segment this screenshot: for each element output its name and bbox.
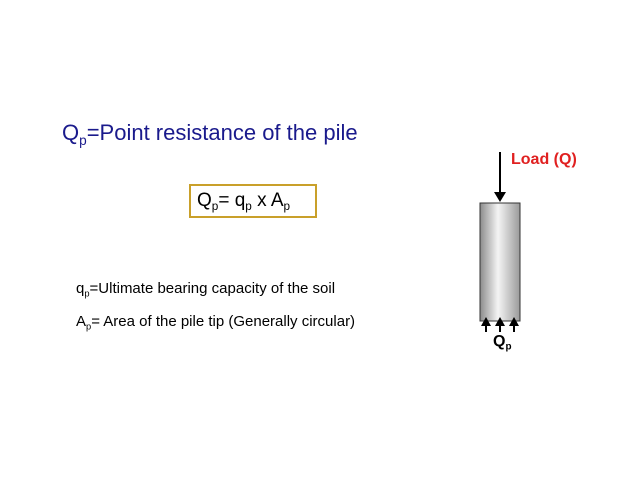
- pile-diagram: [479, 152, 521, 332]
- load-label: Load (Q): [511, 151, 577, 168]
- tip-resistance-label: Qp: [493, 333, 512, 353]
- formula: Qp= qp x Ap: [197, 190, 291, 214]
- formula-box: Qp= qp x Ap: [189, 184, 317, 218]
- tip-resistance-arrows-icon: [481, 317, 519, 332]
- pile-icon: [479, 202, 521, 322]
- title: Qp=Point resistance of the pile: [62, 120, 358, 148]
- definition-ap: Ap= Area of the pile tip (Generally circ…: [76, 313, 356, 332]
- load-arrow-icon: [494, 152, 506, 202]
- definition-qp: qp=Ultimate bearing capacity of the soil: [76, 280, 336, 299]
